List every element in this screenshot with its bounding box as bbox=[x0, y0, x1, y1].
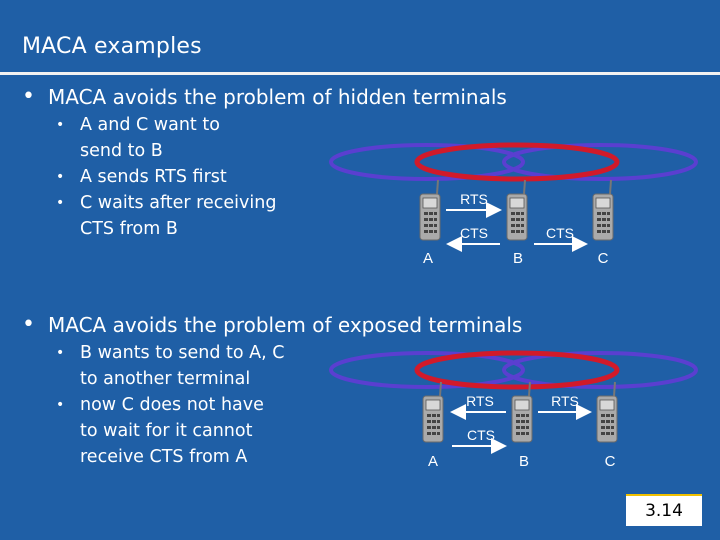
phone-icon bbox=[419, 179, 441, 241]
node-label-b: B bbox=[513, 250, 523, 267]
range-ellipse-b bbox=[414, 142, 620, 182]
phone-icon bbox=[511, 381, 533, 443]
rts-label: RTS bbox=[466, 393, 494, 409]
cts-label: CTS bbox=[460, 225, 488, 241]
node-label-c: C bbox=[605, 453, 616, 470]
node-label-c: C bbox=[598, 250, 609, 267]
range-ellipse-c bbox=[502, 143, 698, 181]
bullet-dot-icon: • bbox=[22, 84, 35, 109]
sub-item-text: B wants to send to A, C to another termi… bbox=[80, 343, 285, 389]
range-ellipse-c bbox=[502, 351, 698, 389]
bullet-hidden-terminals: • MACA avoids the problem of hidden term… bbox=[22, 84, 507, 109]
cts-label: CTS bbox=[467, 427, 495, 443]
rts-label: RTS bbox=[460, 191, 488, 207]
rts-label: RTS bbox=[551, 393, 579, 409]
slide-title: MACA examples bbox=[22, 34, 202, 59]
sublist-hidden: • A and C want to send to B • A sends RT… bbox=[56, 112, 276, 242]
sub-item: • now C does not have to wait for it can… bbox=[56, 392, 284, 470]
range-ellipse-a bbox=[329, 351, 525, 389]
sub-item: • B wants to send to A, C to another ter… bbox=[56, 340, 284, 392]
title-divider bbox=[0, 72, 720, 75]
bullet-text: MACA avoids the problem of exposed termi… bbox=[48, 313, 523, 337]
node-label-a: A bbox=[423, 250, 433, 267]
sub-item-text: A and C want to send to B bbox=[80, 115, 220, 161]
diagram-exposed-terminals: RTS RTS CTS A B C bbox=[329, 350, 698, 470]
phone-icon bbox=[596, 381, 618, 443]
sub-item: • C waits after receiving CTS from B bbox=[56, 190, 276, 242]
sub-item: • A and C want to send to B bbox=[56, 112, 276, 164]
bullet-exposed-terminals: • MACA avoids the problem of exposed ter… bbox=[22, 312, 523, 337]
node-label-b: B bbox=[519, 453, 529, 470]
sub-item: • A sends RTS first bbox=[56, 164, 276, 190]
sub-item-text: A sends RTS first bbox=[80, 167, 227, 187]
range-ellipse-b bbox=[414, 350, 620, 390]
bullet-dot-icon: • bbox=[22, 312, 35, 337]
sublist-exposed: • B wants to send to A, C to another ter… bbox=[56, 340, 284, 470]
sub-item-text: C waits after receiving CTS from B bbox=[80, 193, 277, 239]
page-number: 3.14 bbox=[626, 494, 702, 526]
phone-icon bbox=[422, 381, 444, 443]
node-label-a: A bbox=[428, 453, 438, 470]
cts-label: CTS bbox=[546, 225, 574, 241]
phone-icon bbox=[506, 179, 528, 241]
phone-icon bbox=[592, 179, 614, 241]
diagram-hidden-terminals: RTS CTS CTS A B C bbox=[329, 142, 698, 267]
range-ellipse-a bbox=[329, 143, 525, 181]
bullet-text: MACA avoids the problem of hidden termin… bbox=[48, 85, 507, 109]
sub-item-text: now C does not have to wait for it canno… bbox=[80, 395, 264, 467]
